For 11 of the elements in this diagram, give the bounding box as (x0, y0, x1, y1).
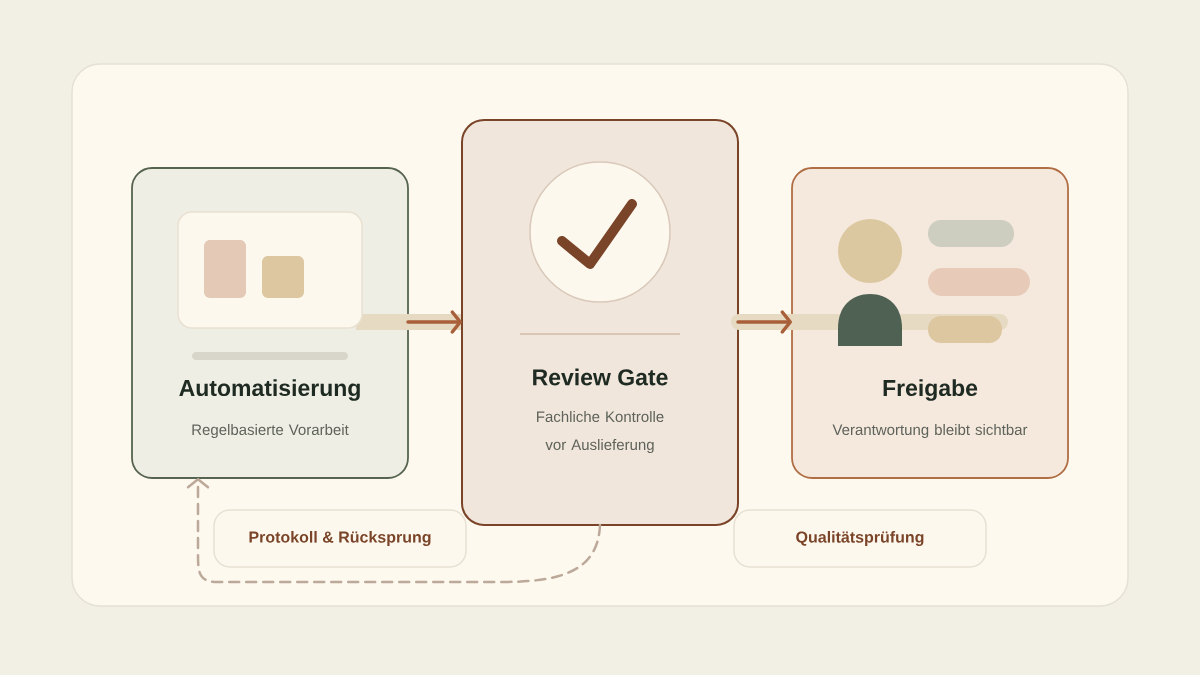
card-title: Review Gate (533, 368, 668, 386)
label-pill: Qualitätsprüfung (733, 509, 987, 568)
arrow (736, 310, 792, 334)
card-title: Freigabe (883, 379, 978, 401)
card-subtitle: Verantwortung bleibt sichtbar (832, 424, 1028, 438)
card-title: Automatisierung (179, 379, 360, 401)
card-subtitle: Regelbasierte Vorarbeit (192, 424, 349, 438)
label-pill: Protokoll & Rücksprung (213, 509, 467, 568)
card-subtitle: Fachliche Kontrolle vor Auslieferung (537, 411, 664, 453)
arrow (406, 310, 462, 334)
arrow (186, 478, 602, 584)
